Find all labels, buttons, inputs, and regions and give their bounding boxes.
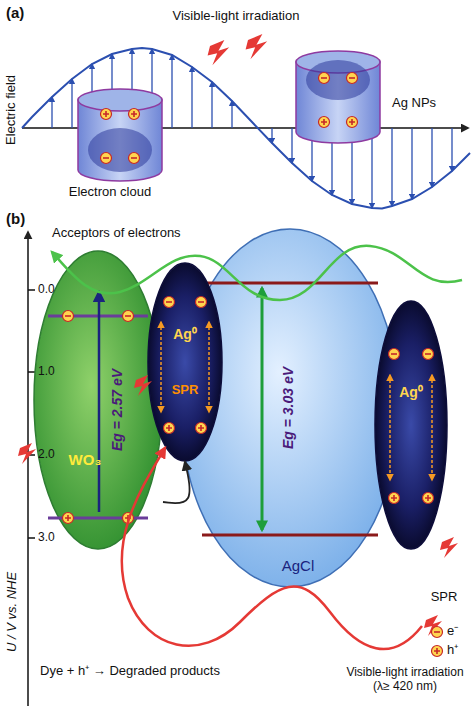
hole-symbol: [129, 109, 140, 120]
ellipse-shape: [181, 229, 399, 587]
legend-hole-sample: [432, 646, 443, 657]
particle-body: [78, 100, 162, 181]
field-vector: [371, 128, 372, 208]
light-path: [122, 448, 422, 649]
hole-symbol: [319, 117, 330, 128]
lightning-symbol: [208, 40, 230, 65]
hole-symbol: [101, 109, 112, 120]
hole-symbol: [423, 493, 434, 504]
node-text: AgCl: [282, 557, 315, 574]
node-outline: [147, 262, 223, 462]
lightning-symbol: [440, 537, 458, 558]
lightning-symbol: [246, 34, 268, 59]
band-edge: [202, 282, 378, 285]
node-outline: [374, 300, 448, 550]
axis-title: Electric field: [4, 75, 19, 145]
hole-symbol: [347, 117, 358, 128]
field-vector: [211, 82, 212, 128]
electron-symbol: [319, 73, 330, 84]
electron-symbol: [101, 153, 112, 164]
band-gap-arrow: [261, 288, 264, 530]
spr-arrow: [431, 375, 433, 480]
hole-symbol: [63, 513, 74, 524]
legend-text: e⁻: [447, 624, 458, 639]
ellipse-shape: [34, 251, 162, 549]
field-vector: [231, 101, 232, 128]
node-text: WO₃: [69, 451, 102, 468]
field-vector: [271, 128, 272, 143]
callout-label: Electron cloud: [69, 185, 151, 200]
ag-nanoparticle: [78, 89, 162, 181]
hole-symbol: [389, 493, 400, 504]
electron-symbol: [196, 297, 207, 308]
tick-label: 1.0: [38, 365, 55, 379]
plasmonic-particle: Ag⁰ SPR: [147, 262, 223, 462]
electron-symbol: [129, 153, 140, 164]
field-vector: [191, 67, 192, 128]
electron-cloud: [88, 128, 152, 172]
ellipse-shape: [148, 263, 222, 461]
legend-electron-sample: [432, 627, 443, 638]
spr-arrow: [160, 322, 162, 412]
electron-symbol: [164, 297, 175, 308]
reaction-note: Dye + h⁺ → Degraded products: [40, 664, 220, 679]
field-vector: [291, 128, 292, 163]
spr-arrow: [389, 375, 391, 480]
tick-label: 0.0: [38, 283, 55, 297]
light-label: Visible-light irradiation: [173, 9, 300, 24]
potential-axis: [27, 232, 29, 706]
electron-path: [52, 246, 462, 300]
lightning-symbol: [134, 375, 152, 396]
light-wave: [22, 48, 470, 209]
axis-tick: [28, 371, 35, 373]
lightning-symbol: [18, 443, 36, 464]
callout-label: Ag NPs: [392, 96, 436, 111]
band-edge: [202, 534, 378, 537]
band-gap-arrow: [98, 292, 101, 512]
hole-symbol: [196, 423, 207, 434]
particle-top: [78, 89, 162, 111]
field-vector: [431, 128, 432, 187]
hole-symbol: [164, 423, 175, 434]
node-text: SPR: [431, 590, 458, 605]
node-text: Eg = 3.03 eV: [280, 367, 296, 449]
ellipse-shape: [375, 301, 447, 549]
axis-tick: [28, 537, 35, 539]
electron-symbol: [63, 311, 74, 322]
node-text: Ag⁰: [399, 384, 423, 400]
axis-title: U / V vs. NHE: [5, 572, 20, 652]
panel-letter: (b): [6, 210, 25, 227]
node-text: Ag⁰: [173, 326, 197, 342]
panel-letter: (a): [6, 4, 24, 21]
node-text: Eg = 2.57 eV: [109, 369, 125, 451]
field-vector: [411, 128, 412, 199]
axis-tick: [28, 289, 35, 291]
ag-nanoparticle: [296, 51, 380, 143]
tick-label: 3.0: [38, 531, 55, 545]
electron-symbol: [347, 73, 358, 84]
plasmonic-particle: Ag⁰SPR: [374, 300, 448, 550]
field-vector: [391, 128, 392, 206]
node-text: SPR: [172, 383, 199, 398]
legend-text: h⁺: [447, 643, 458, 658]
callout-label: Acceptors of electrons: [52, 226, 181, 241]
field-vector: [51, 97, 52, 128]
field-vectors: [52, 49, 452, 208]
field-vector: [71, 79, 72, 128]
electron-cloud: [306, 60, 370, 100]
electron-symbol: [389, 349, 400, 360]
transfer-arrow: [163, 462, 190, 503]
spr-arrow: [208, 322, 210, 412]
light-label: Visible-light irradiation (λ≥ 420 nm): [340, 666, 470, 694]
field-vector: [171, 55, 172, 128]
field-vector: [451, 128, 452, 171]
electron-symbol: [423, 349, 434, 360]
electron-symbol: [123, 311, 134, 322]
tick-label: 2.0: [38, 448, 55, 462]
